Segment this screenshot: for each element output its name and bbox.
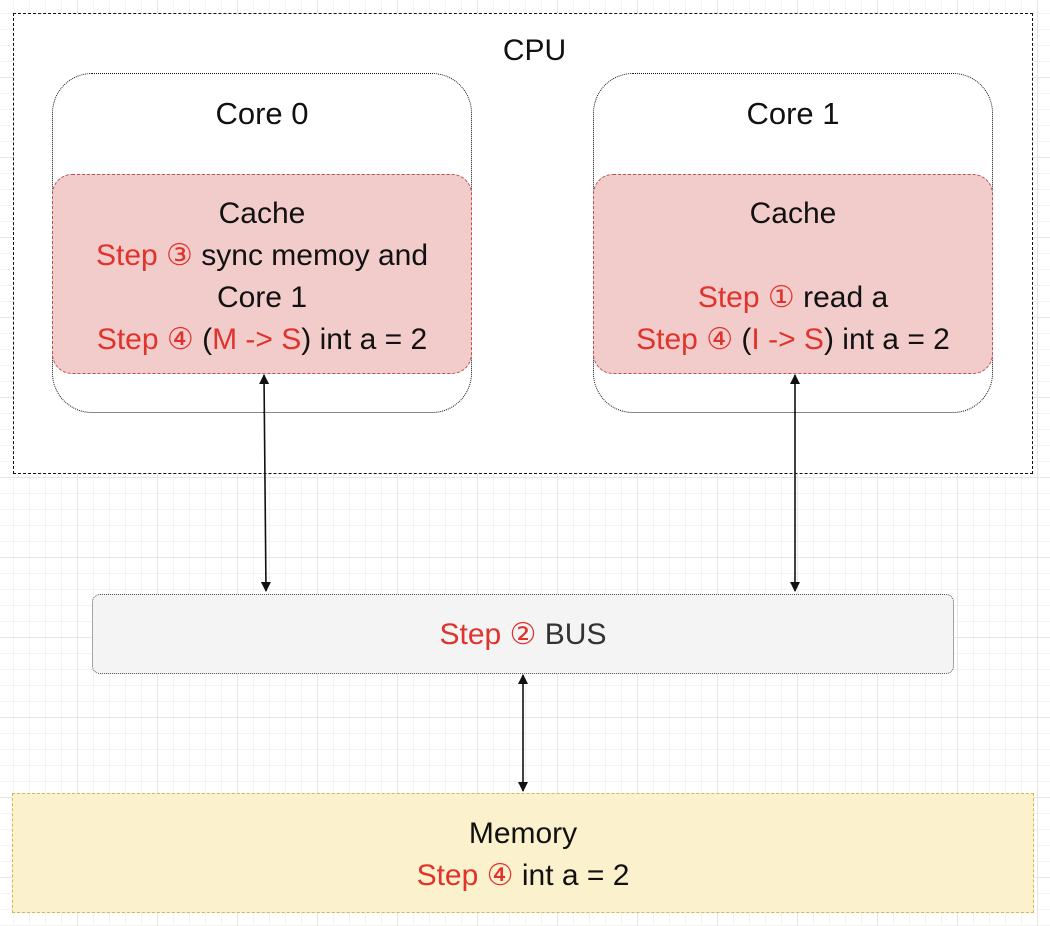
cpu-label: CPU bbox=[502, 34, 567, 67]
core-0-step3-line-cont: Core 1 bbox=[216, 281, 308, 314]
step-3-label: Step ③ bbox=[95, 239, 193, 272]
step-4-label: Step ④ bbox=[96, 323, 194, 356]
step-1-text: read a bbox=[794, 281, 889, 314]
memory-title: Memory bbox=[468, 817, 578, 850]
step-4-open-paren: ( bbox=[193, 323, 213, 356]
bus-label: BUS bbox=[536, 618, 607, 651]
core-0-step4-line: Step ④ (M -> S) int a = 2 bbox=[53, 319, 471, 361]
core-0-label: Core 0 bbox=[215, 96, 309, 131]
spacer bbox=[594, 235, 992, 277]
core-0-cache-title: Cache bbox=[218, 197, 306, 230]
memory-step-text: int a = 2 bbox=[513, 859, 630, 892]
core-1-cache-title: Cache bbox=[749, 197, 837, 230]
step-4-text: ) int a = 2 bbox=[301, 323, 428, 356]
core-1-step4-line: Step ④ (I -> S) int a = 2 bbox=[594, 319, 992, 361]
core-0-step3-line: Step ③ sync memoy and bbox=[53, 235, 471, 277]
step-3-text: sync memoy and bbox=[192, 239, 429, 272]
state-transition: M -> S bbox=[212, 323, 302, 356]
memory-step4-line: Step ④ int a = 2 bbox=[13, 855, 1033, 897]
core-1-label: Core 1 bbox=[746, 96, 840, 131]
memory-box: Memory Step ④ int a = 2 bbox=[12, 793, 1034, 913]
core-0-cache: Cache Step ③ sync memoy and Core 1 Step … bbox=[52, 174, 472, 374]
core-1-step1-line: Step ① read a bbox=[594, 277, 992, 319]
step-4-label: Step ④ bbox=[416, 859, 514, 892]
state-transition: I -> S bbox=[751, 323, 824, 356]
core-1-cache: Cache Step ① read a Step ④ (I -> S) int … bbox=[593, 174, 993, 374]
step-4-label: Step ④ bbox=[636, 323, 734, 356]
step-1-label: Step ① bbox=[697, 281, 795, 314]
step-4-text: ) int a = 2 bbox=[823, 323, 950, 356]
step-2-label: Step ② bbox=[439, 618, 537, 651]
step-4-open-paren: ( bbox=[733, 323, 752, 356]
bus-box: Step ② BUS bbox=[92, 594, 954, 674]
